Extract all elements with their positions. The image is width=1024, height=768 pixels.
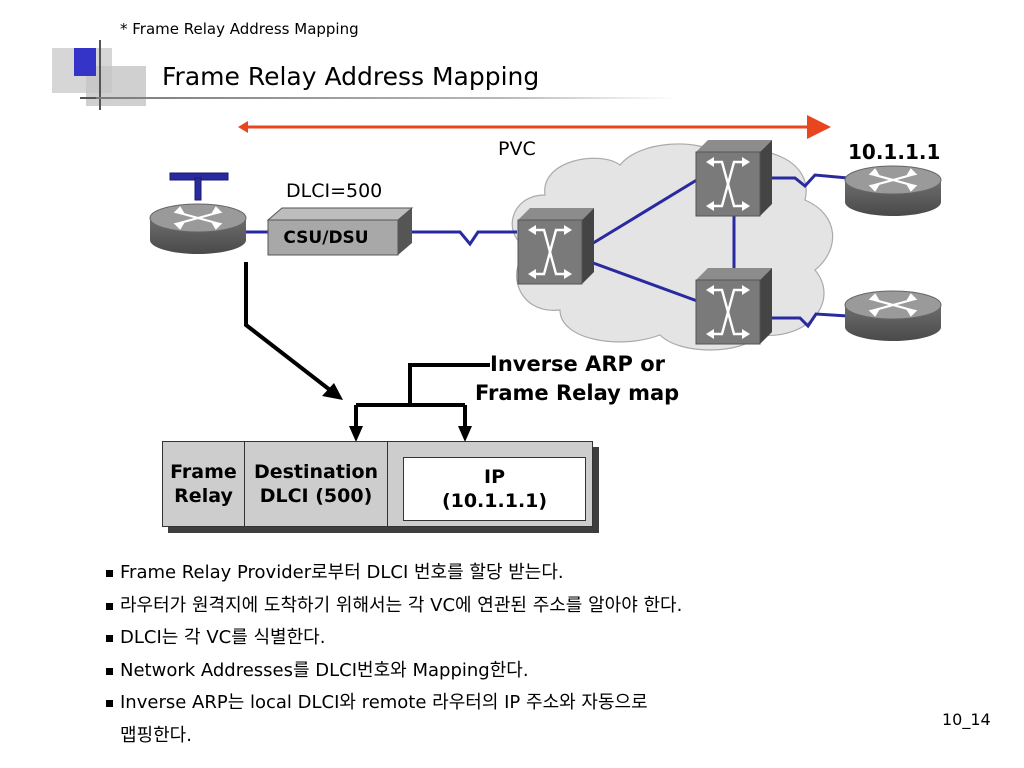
page-number: 10_14: [942, 710, 991, 729]
remote-router-1: [843, 164, 943, 218]
page-title: Frame Relay Address Mapping: [162, 62, 540, 91]
arrowhead: [349, 426, 363, 442]
cell-ip-line2: (10.1.1.1): [441, 490, 548, 512]
pvc-label: PVC: [498, 138, 536, 160]
bullet-text: 라우터가 원격지에 도착하기 위해서는 각 VC에 연관된 주소를 알아야 한다…: [120, 594, 683, 616]
bullet-marker: [106, 700, 113, 707]
cell-destination-dlci: Destination DLCI (500): [245, 442, 388, 526]
cell-ip-line1: IP: [484, 466, 505, 488]
cell-destination-line2: DLCI (500): [259, 485, 373, 507]
csu-dsu-label: CSU/DSU: [283, 228, 369, 248]
inverse-arp-label-line1: Inverse ARP or: [490, 352, 666, 376]
csu-dsu-device: [266, 207, 414, 256]
bullet-marker: [106, 667, 113, 675]
bullet-list: Frame Relay Provider로부터 DLCI 번호를 할당 받는다.…: [106, 557, 926, 752]
inverse-arp-label-line2: Frame Relay map: [475, 381, 680, 405]
frame-switch-bottom: [694, 266, 774, 346]
network-diagram: [148, 115, 943, 442]
dlci-label: DLCI=500: [286, 180, 383, 202]
cell-frame-relay: Frame Relay: [163, 442, 245, 526]
title-underline: [96, 97, 676, 99]
bullet-text: Inverse ARP는 local DLCI와 remote 라우터의 IP …: [120, 692, 648, 713]
cell-frame-relay-line1: Frame: [170, 461, 237, 483]
bullet-text: Frame Relay Provider로부터 DLCI 번호를 할당 받는다.: [120, 562, 564, 583]
arrowhead: [322, 383, 343, 400]
bullet-continuation: 맵핑한다.: [120, 724, 192, 746]
bullet-item: DLCI는 각 VC를 식별한다.: [106, 622, 926, 655]
bullet-marker: [106, 635, 113, 642]
local-router: [148, 202, 248, 256]
bullet-marker: [106, 602, 113, 610]
remote-ip-label: 10.1.1.1: [848, 140, 941, 164]
mapping-table: Frame Relay Destination DLCI (500) IP (1…: [162, 441, 593, 527]
arrowhead: [458, 426, 472, 442]
bullet-item: Network Addresses를 DLCI번호와 Mapping한다.: [106, 655, 926, 688]
bullet-item: Inverse ARP는 local DLCI와 remote 라우터의 IP …: [106, 687, 926, 720]
cell-frame-relay-line2: Relay: [174, 485, 233, 507]
bullet-marker: [106, 570, 113, 577]
cell-destination-line1: Destination: [253, 461, 379, 483]
remote-router-2: [843, 289, 943, 343]
bullet-text: DLCI는 각 VC를 식별한다.: [120, 627, 326, 648]
bullet-text: Network Addresses를 DLCI번호와 Mapping한다.: [120, 659, 529, 681]
mapping-connectors: [244, 262, 490, 428]
frame-switch-top: [694, 138, 774, 218]
frame-switch-left: [516, 206, 596, 286]
network-links: [196, 173, 849, 329]
bullet-item: Frame Relay Provider로부터 DLCI 번호를 할당 받는다.: [106, 557, 926, 590]
cell-ip: IP (10.1.1.1): [403, 457, 586, 521]
bullet-item: 라우터가 원격지에 도착하기 위해서는 각 VC에 연관된 주소를 알아야 한다…: [106, 590, 926, 623]
header-note: * Frame Relay Address Mapping: [120, 20, 359, 38]
